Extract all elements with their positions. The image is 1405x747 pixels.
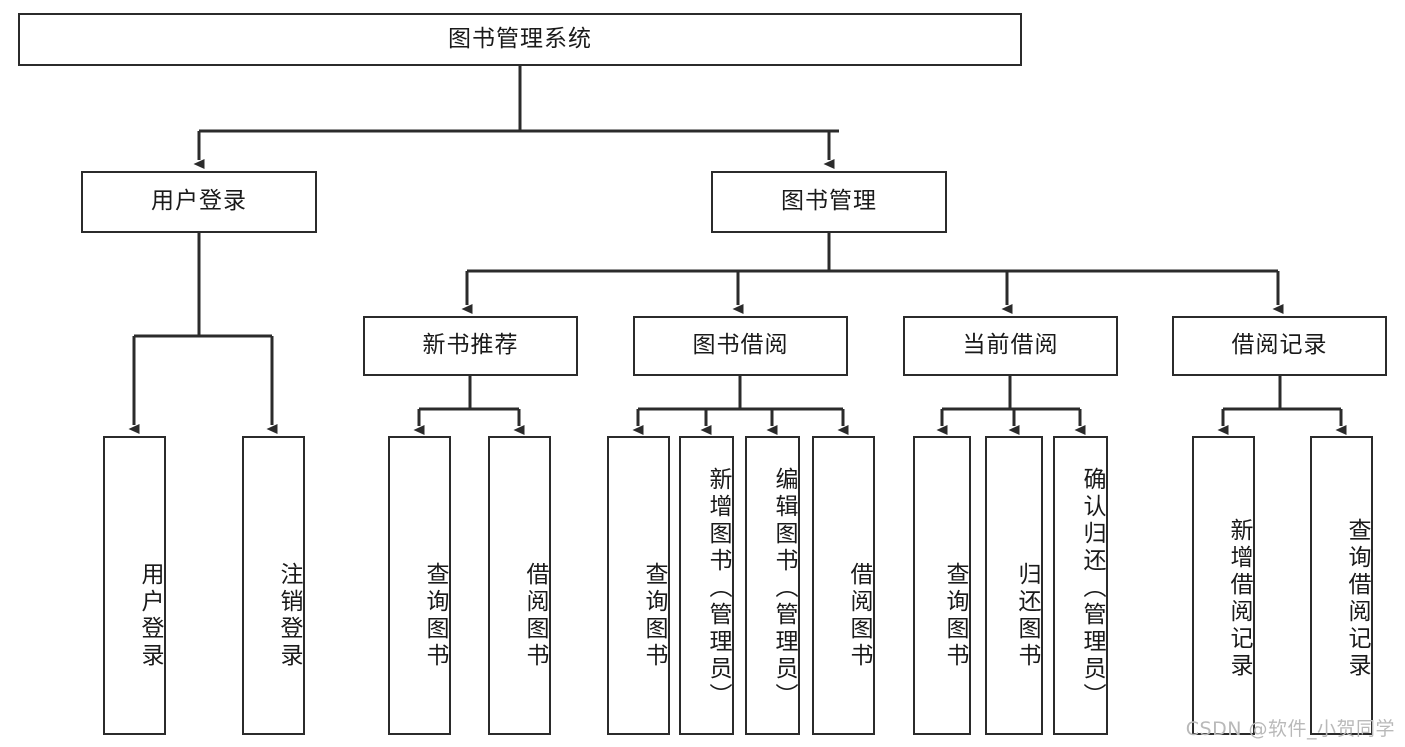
node-leaf-query-book-recommend-label: 查询图书	[422, 561, 448, 670]
node-leaf-user-logout[interactable]: 注销登录	[242, 436, 305, 735]
node-leaf-edit-book-admin-label: 编辑图书（管理员）	[771, 467, 797, 710]
node-leaf-return-book-label: 归还图书	[1014, 561, 1040, 670]
node-leaf-confirm-return-admin[interactable]: 确认归还（管理员）	[1053, 436, 1108, 735]
node-leaf-add-book-admin-label: 新增图书（管理员）	[705, 467, 731, 710]
node-leaf-user-login-label: 用户登录	[137, 561, 163, 670]
node-user-login[interactable]: 用户登录	[81, 171, 317, 233]
node-leaf-return-book[interactable]: 归还图书	[985, 436, 1043, 735]
node-leaf-add-borrow-record-label: 新增借阅记录	[1226, 517, 1252, 680]
node-book-manage[interactable]: 图书管理	[711, 171, 947, 233]
node-root-label: 图书管理系统	[448, 25, 592, 52]
node-leaf-borrow-book-label: 借阅图书	[846, 561, 872, 670]
node-book-borrow-label: 图书借阅	[692, 332, 789, 359]
node-current-borrow[interactable]: 当前借阅	[903, 316, 1118, 376]
node-leaf-add-borrow-record[interactable]: 新增借阅记录	[1192, 436, 1255, 735]
node-leaf-user-logout-label: 注销登录	[276, 561, 302, 670]
node-new-book-recommend-label: 新书推荐	[422, 332, 519, 359]
node-book-manage-label: 图书管理	[781, 188, 877, 215]
node-book-borrow[interactable]: 图书借阅	[633, 316, 848, 376]
node-root[interactable]: 图书管理系统	[18, 13, 1022, 66]
node-leaf-query-borrow-record-label: 查询借阅记录	[1344, 517, 1370, 680]
node-leaf-user-login[interactable]: 用户登录	[103, 436, 166, 735]
node-leaf-edit-book-admin[interactable]: 编辑图书（管理员）	[745, 436, 800, 735]
node-leaf-query-book-current-label: 查询图书	[942, 561, 968, 670]
node-leaf-query-borrow-record[interactable]: 查询借阅记录	[1310, 436, 1373, 735]
node-leaf-add-book-admin[interactable]: 新增图书（管理员）	[679, 436, 734, 735]
node-leaf-query-book-borrow[interactable]: 查询图书	[607, 436, 670, 735]
node-leaf-borrow-book-recommend[interactable]: 借阅图书	[488, 436, 551, 735]
node-leaf-confirm-return-admin-label: 确认归还（管理员）	[1079, 467, 1105, 710]
node-leaf-query-book-current[interactable]: 查询图书	[913, 436, 971, 735]
node-user-login-label: 用户登录	[151, 188, 247, 215]
node-leaf-borrow-book[interactable]: 借阅图书	[812, 436, 875, 735]
watermark: CSDN @软件_小贺同学	[1185, 718, 1395, 740]
node-leaf-borrow-book-recommend-label: 借阅图书	[522, 561, 548, 670]
node-leaf-query-book-borrow-label: 查询图书	[641, 561, 667, 670]
node-current-borrow-label: 当前借阅	[962, 332, 1059, 359]
node-borrow-record-label: 借阅记录	[1231, 332, 1328, 359]
node-leaf-query-book-recommend[interactable]: 查询图书	[388, 436, 451, 735]
node-new-book-recommend[interactable]: 新书推荐	[363, 316, 578, 376]
node-borrow-record[interactable]: 借阅记录	[1172, 316, 1387, 376]
